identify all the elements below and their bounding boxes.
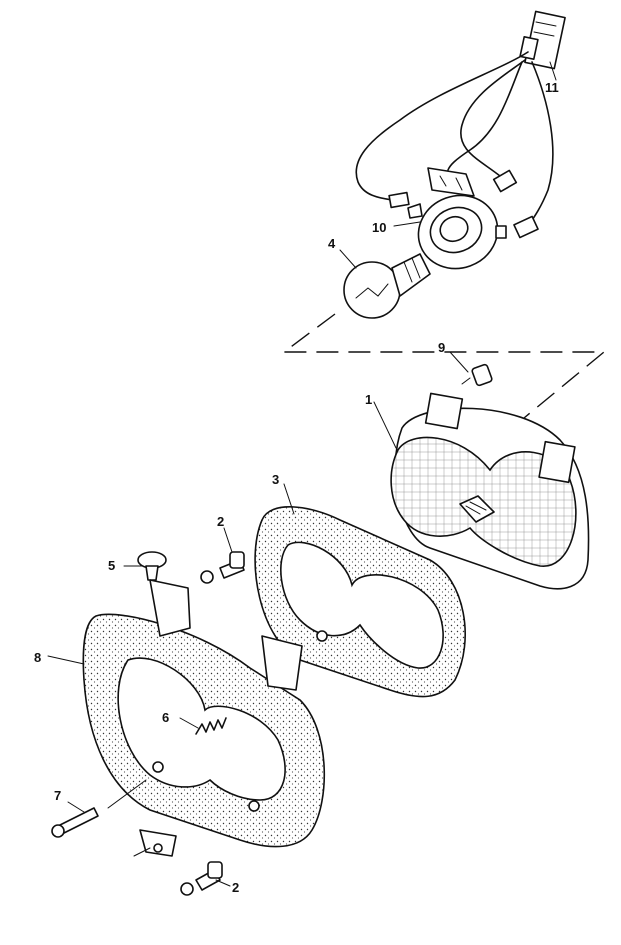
gasket <box>254 506 466 698</box>
callout-9: 9 <box>438 340 445 355</box>
callout-10: 10 <box>372 220 386 235</box>
adjuster-spring <box>195 717 227 735</box>
bolt-small <box>461 363 493 387</box>
headlight-housing <box>390 392 590 590</box>
callout-2-upper: 2 <box>217 514 224 529</box>
callout-6: 6 <box>162 710 169 725</box>
wire-terminals <box>388 169 539 239</box>
screw-long <box>51 807 99 838</box>
bulb-socket <box>407 167 507 270</box>
callout-7: 7 <box>54 788 61 803</box>
screw-upper <box>200 551 245 584</box>
mounting-clip <box>137 551 167 581</box>
leader-lines <box>47 61 557 887</box>
callout-labels: 11 10 4 9 1 3 2 5 8 6 7 2 <box>34 80 559 895</box>
wiring-harness <box>355 51 554 227</box>
headlight-bezel <box>82 579 326 857</box>
callout-8: 8 <box>34 650 41 665</box>
screw-lower <box>180 861 223 896</box>
callout-1: 1 <box>365 392 372 407</box>
callout-2-lower: 2 <box>232 880 239 895</box>
bulb <box>343 253 431 319</box>
callout-3: 3 <box>272 472 279 487</box>
assembly-guide-line <box>281 313 606 419</box>
callout-11: 11 <box>545 80 559 95</box>
connector-plug <box>519 10 566 70</box>
callout-4: 4 <box>328 236 336 251</box>
callout-5: 5 <box>108 558 115 573</box>
